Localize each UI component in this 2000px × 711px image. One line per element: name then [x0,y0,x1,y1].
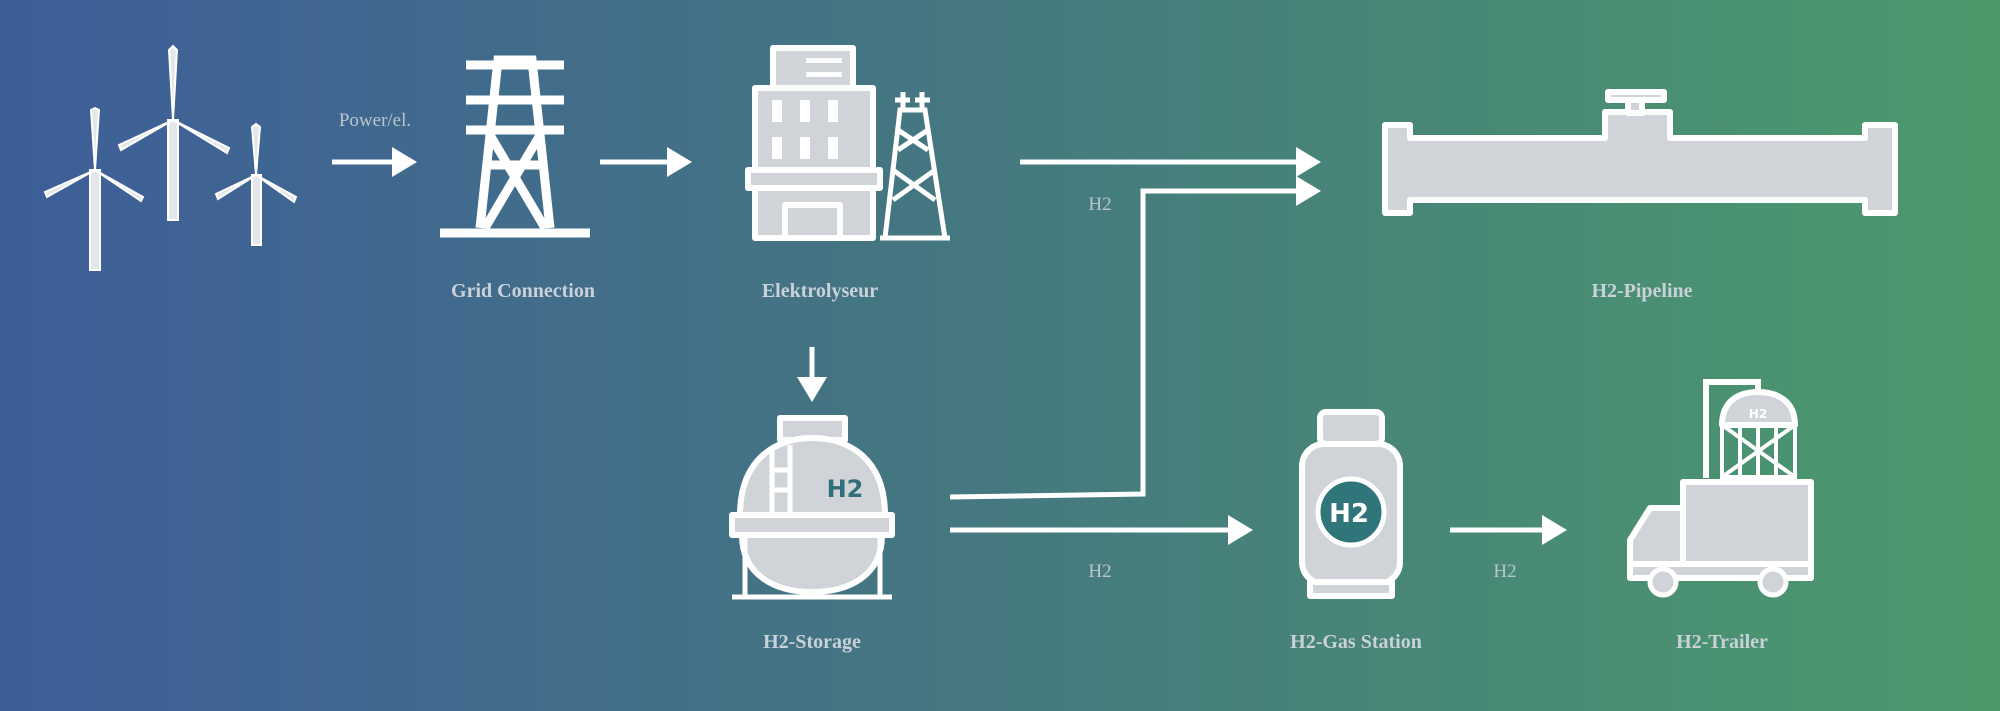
storage-h2-badge: H2 [827,475,864,503]
gas-station-h2-badge: H2 [1329,499,1369,529]
arrow-storage-to-pipeline [949,176,1321,500]
truck-trailer-icon: H2 [1627,379,1814,598]
pipeline-icon [1382,89,1898,216]
electrolyser-building-icon [745,45,950,241]
flow-label-h2-pipeline: H2 [1088,194,1111,215]
grid-connection-label: Grid Connection [451,280,595,302]
storage-label: H2-Storage [763,631,861,653]
trailer-h2-badge: H2 [1749,407,1767,421]
pipeline-label: H2-Pipeline [1591,280,1692,302]
flow-label-power: Power/el. [339,110,411,131]
gas-station-label: H2-Gas Station [1290,631,1422,653]
flow-label-h2-gas-station: H2 [1088,561,1111,582]
flow-label-h2-trailer: H2 [1493,561,1516,582]
gas-cylinder-icon: H2 [1299,409,1403,599]
trailer-label: H2-Trailer [1676,631,1768,653]
power-pylon-icon [440,55,590,238]
storage-tank-icon: H2 [729,415,895,600]
electrolyser-label: Elektrolyseur [762,280,878,302]
wind-turbines-icon [43,44,298,271]
